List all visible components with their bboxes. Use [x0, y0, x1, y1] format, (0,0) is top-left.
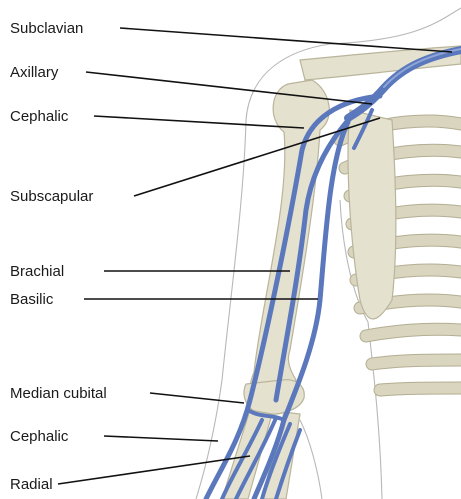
- label-radial: Radial: [10, 476, 53, 493]
- leader-cephalic-lower: [104, 436, 218, 441]
- leader-median-cubital: [150, 393, 244, 403]
- label-brachial: Brachial: [10, 263, 64, 280]
- body-outline: [196, 8, 461, 499]
- label-subscapular: Subscapular: [10, 188, 93, 205]
- label-basilic: Basilic: [10, 291, 54, 308]
- leader-subclavian: [120, 28, 452, 52]
- label-cephalic-lower: Cephalic: [10, 428, 69, 445]
- label-median-cubital: Median cubital: [10, 385, 107, 402]
- leader-cephalic-upper: [94, 116, 304, 128]
- label-subclavian: Subclavian: [10, 20, 83, 37]
- label-cephalic-upper: Cephalic: [10, 108, 69, 125]
- labels: Subclavian Axillary Cephalic Subscapular…: [10, 20, 107, 493]
- label-axillary: Axillary: [10, 64, 59, 81]
- leader-subscapular: [134, 118, 380, 196]
